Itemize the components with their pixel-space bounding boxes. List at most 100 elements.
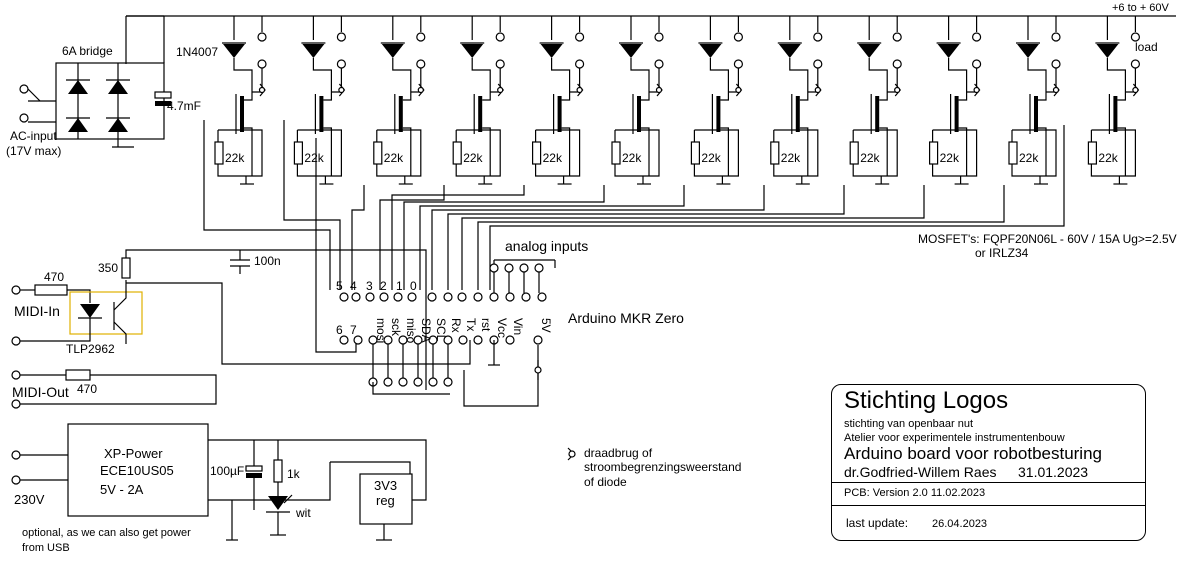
gate-resistor: [849, 141, 859, 165]
power-circuit: XP-Power ECE10US05 5V - 2A 230V optional…: [11, 423, 427, 554]
load-terminal: [813, 59, 823, 69]
output-channel: 22k: [452, 16, 505, 185]
midi-in-r1-label: 470: [44, 270, 64, 284]
flyback-diode: [461, 44, 484, 58]
load-terminal: [495, 59, 505, 69]
load-terminal: [813, 32, 823, 42]
pin-label: Vin: [511, 318, 525, 335]
load-terminal: [1130, 32, 1141, 42]
header-pin: [339, 335, 349, 345]
header-pin: [505, 292, 515, 302]
gate-resistor: [611, 141, 621, 165]
analog-inputs-label: analog inputs: [505, 238, 588, 254]
title-sub2: Atelier voor experimentele instrumentenb…: [844, 432, 1065, 444]
gate-resistor: [690, 141, 701, 165]
header-pin: [365, 292, 375, 302]
analog-pin: [534, 263, 544, 273]
flyback-diode: [1096, 44, 1119, 58]
output-channel: 22k: [1008, 16, 1061, 185]
gate-resistor-label: 22k: [543, 151, 563, 165]
load-terminal: [495, 32, 505, 42]
board-name: Arduino MKR Zero: [568, 310, 684, 326]
bottom-pin-row: [339, 335, 543, 387]
pin-label: 5: [336, 279, 343, 293]
diode-part-label: 1N4007: [176, 45, 218, 59]
header-pin: [443, 377, 453, 387]
led-label: wit: [295, 506, 311, 520]
header-pin: [537, 292, 547, 302]
gate-resistor: [1008, 141, 1018, 165]
pin-label: mosi: [374, 318, 388, 343]
load-terminal: [416, 59, 426, 69]
pin-label: SCL: [434, 318, 448, 342]
pin-label: Tx: [464, 318, 478, 331]
output-channel: 22k: [214, 16, 267, 185]
output-channel: 22k: [1087, 16, 1141, 185]
header-pin: [473, 335, 483, 345]
gate-resistor: [293, 141, 303, 165]
mosfet: [240, 96, 244, 132]
update-date: 26.04.2023: [932, 518, 988, 530]
load-terminal: [574, 59, 585, 69]
gate-resistor: [928, 141, 939, 165]
pin-label: 3: [366, 279, 373, 293]
gate-resistor-label: 22k: [1098, 151, 1118, 165]
supply-rail-label: +6 to + 60V: [1112, 2, 1170, 14]
load-terminal: [971, 59, 982, 69]
load-terminal: [1051, 59, 1061, 69]
mosfet: [795, 96, 800, 132]
midi-out-label: MIDI-Out: [12, 384, 69, 400]
analog-pin: [504, 263, 514, 273]
header-pin: [339, 292, 349, 302]
header-pin: [398, 377, 408, 387]
flyback-diode: [223, 44, 245, 58]
load-terminal: [257, 32, 267, 42]
analog-pin: [489, 263, 499, 273]
bridge-cap-label: 4.7mF: [167, 99, 201, 113]
power-note-1: optional, as we can also get power: [22, 527, 191, 539]
pin-label: Vcc: [495, 318, 509, 338]
gate-resistor: [373, 141, 383, 165]
header-pin: [457, 292, 467, 302]
gate-resistor: [214, 141, 224, 165]
gate-resistor-label: 22k: [1019, 151, 1039, 165]
load-terminal: [733, 32, 744, 42]
pin-label: Rx: [449, 318, 463, 333]
regulator-line1: 3V3: [374, 478, 397, 493]
jumper-note: draadbrug of stroombegrenzingsweerstand …: [567, 446, 741, 489]
pin-label: 6: [336, 323, 343, 337]
regulator: [359, 473, 413, 525]
header-pin: [521, 292, 531, 302]
header-pin: [383, 377, 393, 387]
supply-rail: +6 to + 60V: [125, 2, 1176, 64]
flyback-diode: [540, 44, 563, 58]
mains-label: 230V: [14, 492, 45, 507]
header-pin: [443, 292, 453, 302]
gate-resistor-label: 22k: [225, 151, 245, 165]
title-block: Stichting Logos stichting van openbaar n…: [831, 384, 1146, 541]
output-channel: 22k: [928, 16, 982, 185]
title-project: Arduino board voor robotbesturing: [844, 444, 1102, 463]
gate-resistor-label: 22k: [701, 151, 721, 165]
mosfet: [637, 96, 641, 132]
load-terminal: [574, 32, 585, 42]
flyback-diode: [778, 44, 801, 58]
psu-module: [67, 423, 209, 517]
load-terminal: [971, 32, 982, 42]
output-channel: 22k: [373, 16, 426, 185]
header-pin: [353, 335, 363, 345]
load-terminal: [336, 59, 346, 69]
header-pin: [489, 292, 499, 302]
gate-wires: [203, 120, 1065, 353]
midi-in-circuit: MIDI-In 470 350 TLP2962 100n: [11, 249, 471, 390]
header-pin: [505, 335, 515, 345]
analog-pin: [519, 263, 529, 273]
output-channel: 22k: [849, 16, 902, 185]
midi-in-r2-label: 350: [98, 261, 118, 275]
gate-resistor-label: 22k: [463, 151, 483, 165]
pin-label: 0: [410, 279, 417, 293]
output-channel: 22k: [611, 16, 664, 185]
title-pcb: PCB: Version 2.0 11.02.2023: [844, 487, 986, 499]
